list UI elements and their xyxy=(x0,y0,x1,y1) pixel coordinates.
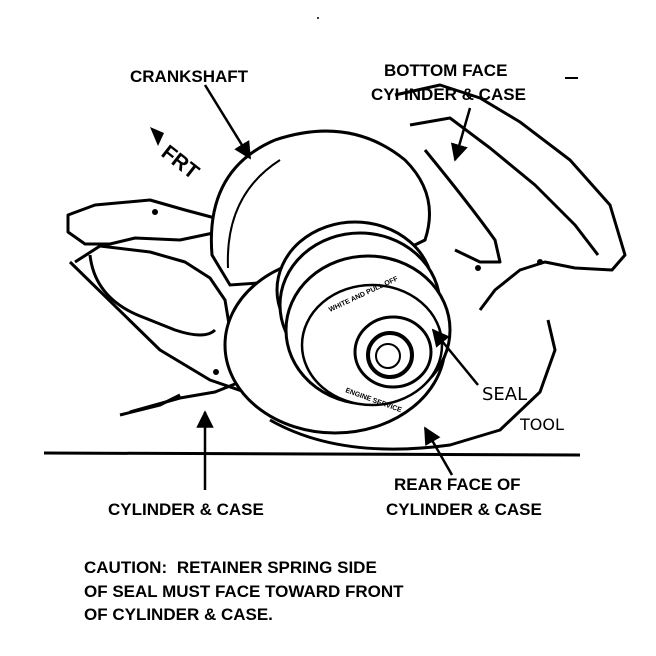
leader-rear-face xyxy=(423,426,454,476)
case-flange-left xyxy=(66,198,220,246)
case-flange-right xyxy=(394,83,627,311)
cylinder-case-label: CYLINDER & CASE xyxy=(108,500,264,519)
seal-label: SEAL xyxy=(482,384,527,405)
seal-tool-assembly: WHITE AND PULL OFF ENGINE SERVICE xyxy=(223,220,452,435)
leader-crankshaft xyxy=(203,84,252,160)
caution-line1: RETAINER SPRING SIDE xyxy=(177,558,377,577)
front-indicator: FRT xyxy=(150,127,203,184)
leader-lines xyxy=(196,84,479,490)
bottom-face-label-line2: CYI INDER & CASE xyxy=(371,85,526,104)
engine-block xyxy=(43,83,627,457)
leader-seal xyxy=(431,328,479,386)
caution-line2: OF SEAL MUST FACE TOWARD FRONT xyxy=(84,582,404,601)
tool-label: TOOL xyxy=(519,415,564,434)
front-arrow-icon xyxy=(150,127,164,146)
crankshaft-label: CRANKSHAFT xyxy=(130,67,249,86)
bottom-face-label-line1: BOTTOM FACE xyxy=(384,61,507,80)
svg-text:CAUTION: RETAINER SPRING: CAUTION: RETAINER SPRING SIDE xyxy=(84,558,377,577)
leader-bottom-face xyxy=(450,107,472,162)
caution-note: CAUTION: RETAINER SPRING SIDE OF SEAL MU… xyxy=(84,558,404,624)
rear-face-label-line1: REAR FACE OF xyxy=(394,475,521,494)
front-label: FRT xyxy=(157,141,203,184)
rear-face-label-line2: CYLINDER & CASE xyxy=(386,500,542,519)
caution-line3: OF CYLINDER & CASE. xyxy=(84,605,273,624)
caution-prefix: CAUTION: xyxy=(84,558,167,577)
